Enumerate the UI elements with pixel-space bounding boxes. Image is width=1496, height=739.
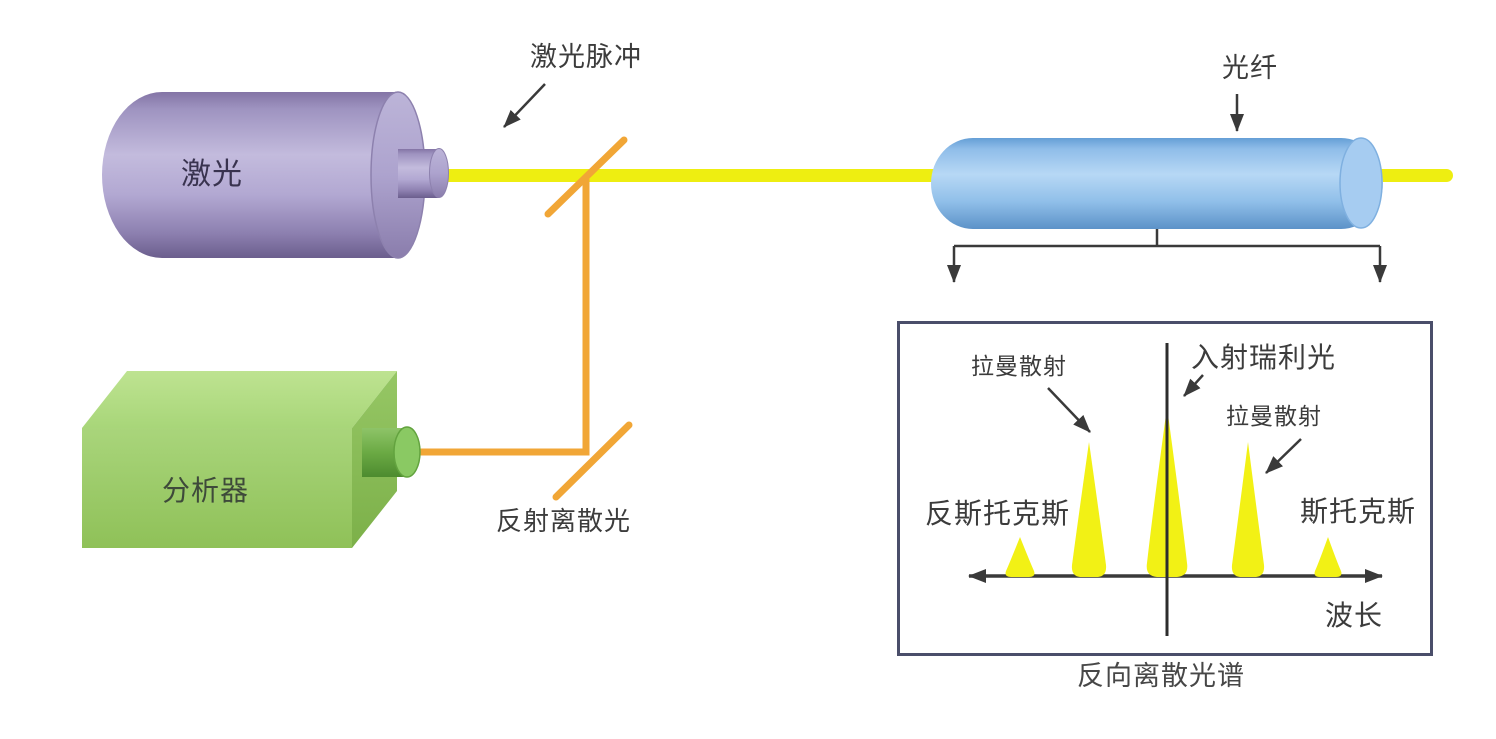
fiber-bracket: [947, 229, 1387, 283]
scatter-path: [412, 136, 633, 501]
annotation-arrows: [503, 83, 1387, 283]
analyzer-box: [82, 371, 421, 548]
laser-cylinder: [102, 91, 449, 259]
raman-right-label: 拉曼散射: [1226, 404, 1322, 430]
stokes-label: 斯托克斯: [1300, 495, 1417, 528]
anti-stokes-label: 反斯托克斯: [925, 497, 1071, 530]
pulse-arrow: [503, 83, 546, 128]
rayleigh-label: 入射瑞利光: [1191, 341, 1337, 374]
scatter-mirror: [552, 421, 633, 501]
raman-left-arrow: [1047, 387, 1091, 433]
peak-anti-stokes-raman: [1071, 442, 1107, 577]
rayleigh-arrow: [1183, 374, 1204, 397]
laser-pulse-label: 激光脉冲: [530, 42, 642, 73]
reflected-scatter-label: 反射离散光: [496, 507, 632, 537]
spectrum-pointer-arrows: [1047, 374, 1302, 474]
raman-left-label: 拉曼散射: [971, 354, 1067, 380]
peak-stokes-outer: [1314, 537, 1342, 577]
analyzer-label: 分析器: [162, 474, 250, 507]
analyzer-nozzle: [362, 426, 421, 478]
spectrum-caption: 反向离散光谱: [1077, 661, 1245, 692]
peak-stokes-raman: [1231, 442, 1265, 577]
peak-anti-stokes-outer: [1005, 537, 1035, 577]
scatter-return-line: [412, 176, 590, 456]
beam-splitter: [544, 136, 628, 218]
fiber-label: 光纤: [1222, 53, 1278, 84]
fiber-cylinder: [931, 137, 1383, 229]
wavelength-label: 波长: [1325, 599, 1384, 632]
laser-nozzle: [398, 148, 449, 198]
spectrum-panel: [897, 321, 1433, 656]
laser-label: 激光: [181, 157, 243, 192]
raman-right-arrow: [1265, 438, 1302, 474]
